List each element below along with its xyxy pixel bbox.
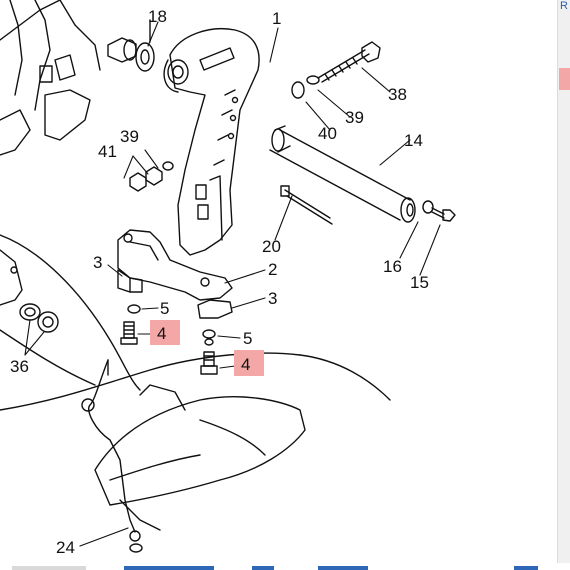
callout-4-right: 4 (241, 355, 250, 374)
washer-part-16 (422, 200, 434, 214)
sidebar-highlight-marker (559, 68, 570, 90)
bottom-toolbar-strip (0, 563, 570, 570)
washer-part-5-left (127, 304, 141, 314)
clip-part-3-left (117, 269, 143, 293)
clip-part-3-right (197, 299, 233, 319)
ground-lead-part-24 (81, 359, 143, 553)
callout-5-right: 5 (243, 329, 252, 348)
shaft-part-14 (269, 125, 416, 223)
washer-part-40 (291, 81, 305, 99)
callout-39-upper: 39 (345, 108, 364, 127)
callout-16: 16 (383, 257, 402, 276)
highlight-callout-4-right (234, 350, 264, 376)
bottom-tab-5[interactable] (514, 566, 538, 570)
callout-36: 36 (10, 357, 29, 376)
washer-part-39-top (306, 75, 320, 85)
callout-4-left: 4 (157, 324, 166, 343)
left-housing-fragment (0, 249, 23, 306)
vertical-scrollbar[interactable] (557, 0, 570, 570)
bottom-tab-1[interactable] (12, 566, 86, 570)
bottom-tab-4[interactable] (318, 566, 368, 570)
bottom-tab-2[interactable] (124, 566, 214, 570)
callout-18: 18 (148, 7, 167, 26)
bolt-part-4-right (200, 351, 218, 375)
plate-part-2 (117, 229, 233, 301)
callout-41: 41 (98, 142, 117, 161)
leader-lines (24, 21, 441, 547)
callout-15: 15 (410, 273, 429, 292)
bolt-part-15 (431, 207, 456, 222)
bushing-part-36 (19, 303, 59, 333)
nut-part-41 (129, 161, 174, 192)
callout-3-right: 3 (268, 289, 277, 308)
upper-housing-fragment (0, 0, 101, 156)
washer-part-5-right (202, 329, 216, 339)
callout-2: 2 (268, 260, 277, 279)
callout-40: 40 (318, 124, 337, 143)
bolt-part-4-left (120, 321, 138, 345)
bottom-tab-3[interactable] (252, 566, 274, 570)
callout-1: 1 (272, 9, 281, 28)
bracket-part-1 (163, 28, 260, 256)
callout-38: 38 (388, 85, 407, 104)
callout-20: 20 (262, 237, 281, 256)
bushing-part-18 (107, 19, 155, 72)
callout-39-lower: 39 (120, 127, 139, 146)
callout-3-left: 3 (93, 253, 102, 272)
lower-housing (94, 384, 306, 531)
tie-strap-part-20 (280, 185, 333, 225)
sidebar-label: R (560, 0, 568, 12)
callout-5-left: 5 (160, 299, 169, 318)
callout-24: 24 (56, 538, 75, 557)
callout-14: 14 (404, 131, 423, 150)
bolt-part-38 (317, 41, 381, 83)
highlight-callout-4-left (150, 320, 180, 345)
